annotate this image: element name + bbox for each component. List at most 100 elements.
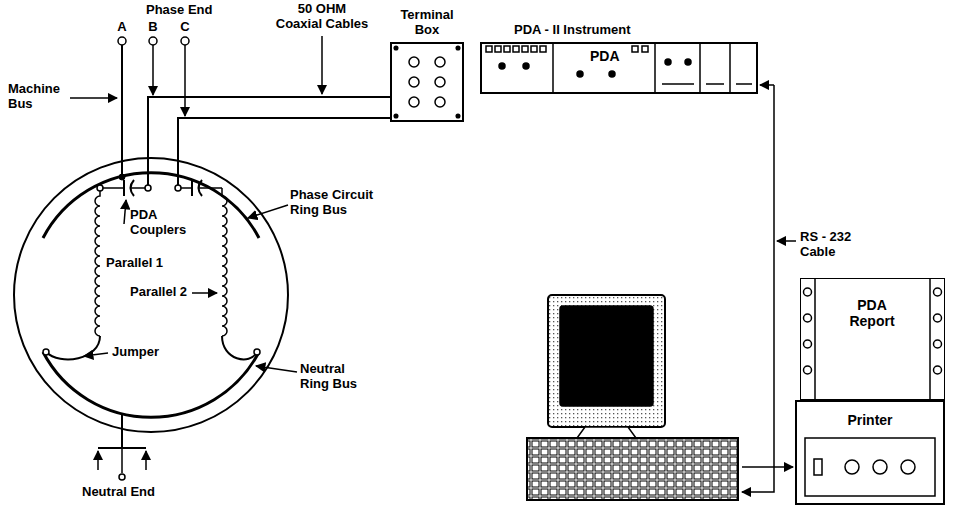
instrument-detail-part <box>552 42 554 94</box>
printer-detail-part <box>814 459 822 475</box>
report-detail-part <box>804 340 812 348</box>
report-detail-part <box>934 314 942 322</box>
terminal-box-detail-part <box>409 97 419 107</box>
computer <box>527 295 793 500</box>
leader-arrow <box>777 240 796 242</box>
neutral-lead <box>121 448 123 473</box>
instrument-detail-part <box>495 46 501 52</box>
leader-arrow <box>124 200 126 224</box>
report-detail-part <box>934 288 942 296</box>
terminal-box-detail-part <box>409 77 419 87</box>
coaxial-cable <box>178 118 390 185</box>
neutral-arrow <box>145 451 147 470</box>
coupler-terminal <box>97 185 103 191</box>
instrument-detail-part <box>729 42 731 94</box>
rs232-cable <box>742 85 796 492</box>
instrument-detail <box>486 42 752 94</box>
terminal-box-detail-part <box>435 77 445 87</box>
phase-terminal <box>149 37 157 45</box>
module-label: PDA <box>590 48 620 64</box>
capacitor-plate <box>123 180 125 196</box>
terminal-box-detail-part <box>435 57 445 67</box>
report-detail-part <box>934 340 942 348</box>
coupler-terminal <box>145 185 151 191</box>
terminal-box-detail-part <box>456 46 460 50</box>
printer-detail-part <box>845 460 859 474</box>
leader-arrow <box>248 205 288 218</box>
coupler-terminal <box>175 185 181 191</box>
neutral-arrow <box>97 451 99 470</box>
generator-machine <box>14 36 390 480</box>
terminal-box-detail-part <box>409 57 419 67</box>
output-arrow <box>742 466 793 468</box>
bus-label: Machine Bus <box>8 82 70 112</box>
instrument-detail-part <box>523 63 529 69</box>
phase-arrow <box>184 45 186 116</box>
instrument-detail-part <box>504 46 510 52</box>
instrument-detail-part <box>609 71 615 77</box>
winding-coil <box>95 191 100 336</box>
winding-label: Parallel 2 <box>130 285 187 300</box>
box-heading: Terminal Box <box>390 8 464 38</box>
report-title: PDA Report <box>840 297 904 329</box>
neutral-ring-bus <box>43 352 259 417</box>
jumper-wire <box>222 336 257 359</box>
coaxial-cable <box>148 97 390 185</box>
printer-label: Printer <box>847 412 892 428</box>
coupler-wire <box>198 187 222 189</box>
jumper-wire <box>46 336 100 359</box>
bus-junction <box>119 174 125 180</box>
report-detail-part <box>934 366 942 374</box>
printer-detail <box>805 438 935 496</box>
instrument-detail-part <box>642 46 648 52</box>
instrument-detail-part <box>522 46 528 52</box>
instrument-detail-part <box>531 46 537 52</box>
phase-letter: A <box>117 20 126 35</box>
report-detail-part <box>804 314 812 322</box>
monitor-screen <box>560 306 653 406</box>
report-detail-part <box>814 278 816 400</box>
neutral-terminal <box>119 474 125 480</box>
instrument-detail-part <box>706 83 724 85</box>
instrument-detail-part <box>486 46 492 52</box>
instrument-detail-part <box>654 42 656 94</box>
monitor-frame <box>548 295 665 427</box>
instrument-detail-part <box>540 46 546 52</box>
phase-letter: C <box>180 20 189 35</box>
leader-arrow <box>70 97 117 99</box>
cable-label: RS - 232 Cable <box>800 230 864 260</box>
capacitor-plate <box>191 180 193 196</box>
instrument-detail-part <box>513 46 519 52</box>
report-detail-part <box>804 366 812 374</box>
winding-coil <box>222 188 227 336</box>
machine-bus <box>121 45 123 176</box>
neutral-lead <box>121 414 123 448</box>
coupler-wire <box>181 187 192 189</box>
winding-label: Parallel 1 <box>106 256 163 271</box>
leader-arrow <box>321 36 323 94</box>
terminal-box-detail-part <box>394 46 398 50</box>
instrument-detail-part <box>662 83 694 85</box>
instrument-detail-part <box>499 63 505 69</box>
report-detail-part <box>929 278 931 400</box>
phase-terminal <box>118 37 126 45</box>
jumper-label: Jumper <box>112 345 159 360</box>
leader-arrow <box>256 366 297 372</box>
stator-outline <box>14 158 288 432</box>
instrument-detail-part <box>685 59 691 65</box>
instrument-detail-part <box>665 59 671 65</box>
terminal-box: Terminal Box <box>390 42 464 122</box>
monitor-stand <box>577 427 636 438</box>
keyboard <box>527 438 738 500</box>
terminal-box-detail <box>394 46 460 118</box>
ring-bus-label: Neutral Ring Bus <box>300 362 372 392</box>
jumper-joint <box>43 349 49 355</box>
terminal-box-detail-part <box>394 114 398 118</box>
instrument-detail-part <box>632 46 638 52</box>
instrument-detail-part <box>736 83 752 85</box>
rs232-cable-part <box>760 84 774 86</box>
instrument-box: PDA - II InstrumentPDA <box>480 42 758 94</box>
ring-bus-label: Phase Circuit Ring Bus <box>290 188 382 218</box>
jumper-joint <box>254 349 260 355</box>
leader-arrow <box>84 353 108 356</box>
